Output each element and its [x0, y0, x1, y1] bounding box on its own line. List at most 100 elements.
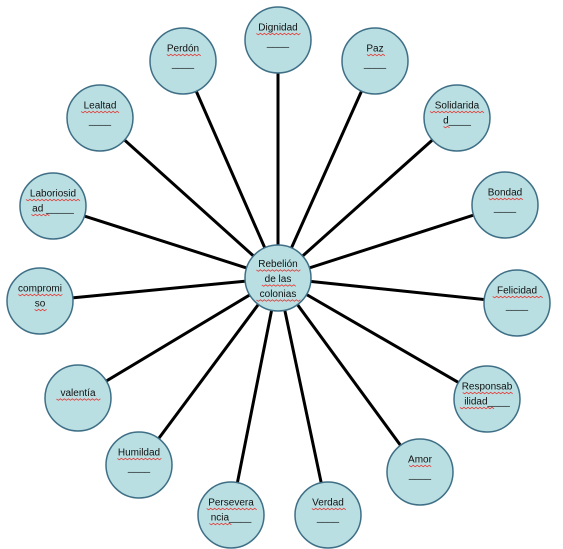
value-node-amor-line-2: ____	[408, 470, 432, 481]
value-node-humildad-spell-underline-1	[117, 457, 162, 461]
value-node-perseverancia: Persevera ncia____	[197, 481, 265, 549]
center-node-circle	[244, 244, 312, 312]
connectors	[39, 40, 518, 516]
center-node-spell-underline-2	[261, 284, 297, 287]
value-node-paz: Paz ____	[341, 27, 409, 95]
value-node-circle	[423, 84, 491, 152]
value-node-solidaridad: Solidarida d____	[423, 84, 491, 152]
connector-paz	[276, 60, 377, 279]
value-node-compromiso-spell-underline-2	[34, 308, 47, 312]
value-node-bondad-line-2: ____	[493, 203, 517, 214]
value-node-solidaridad-spell-underline-1	[429, 110, 485, 114]
value-node-valentia-spell-underline-1	[56, 398, 101, 401]
connector-lealtad	[98, 116, 280, 280]
value-node-dignidad-spell-underline-1	[256, 32, 301, 36]
connector-valentia	[77, 276, 279, 400]
value-node-responsabilidad-spell-underline-1	[462, 391, 513, 395]
value-node-circle	[453, 365, 521, 433]
value-node-laboriosidad-spell-underline-1	[25, 198, 81, 202]
value-node-verdad-line-2: ____	[316, 513, 340, 524]
value-node-compromiso: compromi so	[6, 267, 74, 335]
value-node-circle	[244, 6, 312, 74]
center-node-line-1: Rebelión	[258, 259, 297, 270]
value-node-compromiso-spell-underline-1	[18, 293, 63, 297]
value-node-compromiso-line-1: compromi	[18, 284, 62, 295]
connector-responsabilidad	[277, 276, 488, 401]
center-node-line-2: de las	[265, 274, 292, 285]
value-node-lealtad-line-1: Lealtad	[84, 101, 117, 112]
center-node-spell-underline-3	[256, 299, 301, 302]
center-node: Rebelión de las colonias	[244, 244, 312, 312]
value-node-responsabilidad-line-1: Responsab	[462, 382, 513, 393]
value-node-paz-line-1: Paz	[366, 44, 383, 55]
value-node-circle	[483, 269, 551, 337]
center-node-line-3: colonias	[260, 289, 297, 300]
connector-laboriosidad	[52, 204, 279, 280]
value-node-solidaridad-line-2: d____	[443, 116, 471, 127]
value-node-paz-spell-underline-1	[366, 53, 386, 57]
value-node-laboriosidad: Laboriosid ad _____	[19, 172, 87, 240]
value-node-perdon-line-1: Perdón	[167, 44, 199, 55]
value-node-circle	[386, 438, 454, 506]
connector-verdad	[276, 277, 330, 516]
value-node-circle	[66, 84, 134, 152]
value-node-felicidad: Felicidad____	[483, 269, 551, 337]
value-node-compromiso-line-2: so	[35, 299, 46, 310]
value-node-humildad-line-2: ____	[127, 463, 151, 474]
connector-perdon	[181, 60, 280, 279]
value-node-solidaridad-spell-underline-2	[443, 125, 450, 129]
connector-bondad	[277, 203, 506, 280]
value-node-circle	[197, 481, 265, 549]
value-node-circle	[471, 171, 539, 239]
value-node-felicidad-spell-underline-1	[492, 295, 543, 299]
value-node-humildad-line-1: Humildad	[118, 448, 160, 459]
value-node-amor-line-1: Amor	[408, 455, 433, 466]
value-node-valentia: valentía	[44, 364, 112, 432]
connector-felicidad	[277, 276, 518, 305]
value-node-circle	[6, 267, 74, 335]
value-node-perseverancia-spell-underline-2	[209, 522, 232, 526]
value-node-circle	[105, 431, 173, 499]
value-node-amor-spell-underline-1	[408, 464, 432, 468]
value-node-perseverancia-spell-underline-1	[206, 507, 257, 511]
center-node-spell-underline-1	[256, 269, 301, 272]
value-node-circle	[149, 27, 217, 95]
value-node-laboriosidad-line-2: ad _____	[32, 204, 74, 215]
value-node-perdon-line-2: ____	[171, 59, 195, 70]
value-node-solidaridad-line-1: Solidarida	[435, 101, 480, 112]
value-node-lealtad: Lealtad ____	[66, 84, 134, 152]
value-node-laboriosidad-spell-underline-2	[31, 213, 50, 217]
value-node-circle	[341, 27, 409, 95]
value-node-responsabilidad-spell-underline-2	[459, 406, 495, 410]
connector-solidaridad	[277, 116, 458, 280]
value-node-dignidad-line-2: ____	[266, 38, 290, 49]
value-node-dignidad: Dignidad ____	[244, 6, 312, 74]
value-node-paz-line-2: ____	[363, 59, 387, 70]
value-node-lealtad-spell-underline-1	[80, 110, 120, 114]
value-node-valentia-line-1: valentía	[60, 388, 95, 399]
connector-compromiso	[39, 276, 279, 303]
value-node-circle	[44, 364, 112, 432]
value-node-perseverancia-line-2: ncia____	[211, 513, 252, 524]
connector-amor	[276, 277, 422, 473]
value-node-amor: Amor ____	[386, 438, 454, 506]
connector-perseverancia	[229, 277, 280, 516]
value-node-perdon: Perdón ____	[149, 27, 217, 95]
value-node-perdon-spell-underline-1	[166, 53, 202, 57]
value-node-laboriosidad-line-1: Laboriosid	[30, 189, 76, 200]
value-node-bondad-spell-underline-1	[488, 197, 524, 201]
value-node-dignidad-line-1: Dignidad	[258, 23, 297, 34]
value-node-humildad: Humildad ____	[105, 431, 173, 499]
value-node-bondad-line-1: Bondad	[488, 188, 522, 199]
value-node-perseverancia-line-1: Persevera	[208, 498, 254, 509]
value-node-circle	[294, 481, 362, 549]
connector-humildad	[137, 277, 280, 466]
value-node-circle	[19, 172, 87, 240]
value-node-bondad: Bondad ____	[471, 171, 539, 239]
value-node-lealtad-line-2: ____	[88, 116, 112, 127]
nodes: Dignidad ____ Paz ____ Solidarida d____ Bondad…	[6, 6, 551, 549]
value-node-verdad-line-1: Verdad	[312, 498, 344, 509]
value-node-felicidad-line-1: Felicidad	[497, 286, 537, 297]
